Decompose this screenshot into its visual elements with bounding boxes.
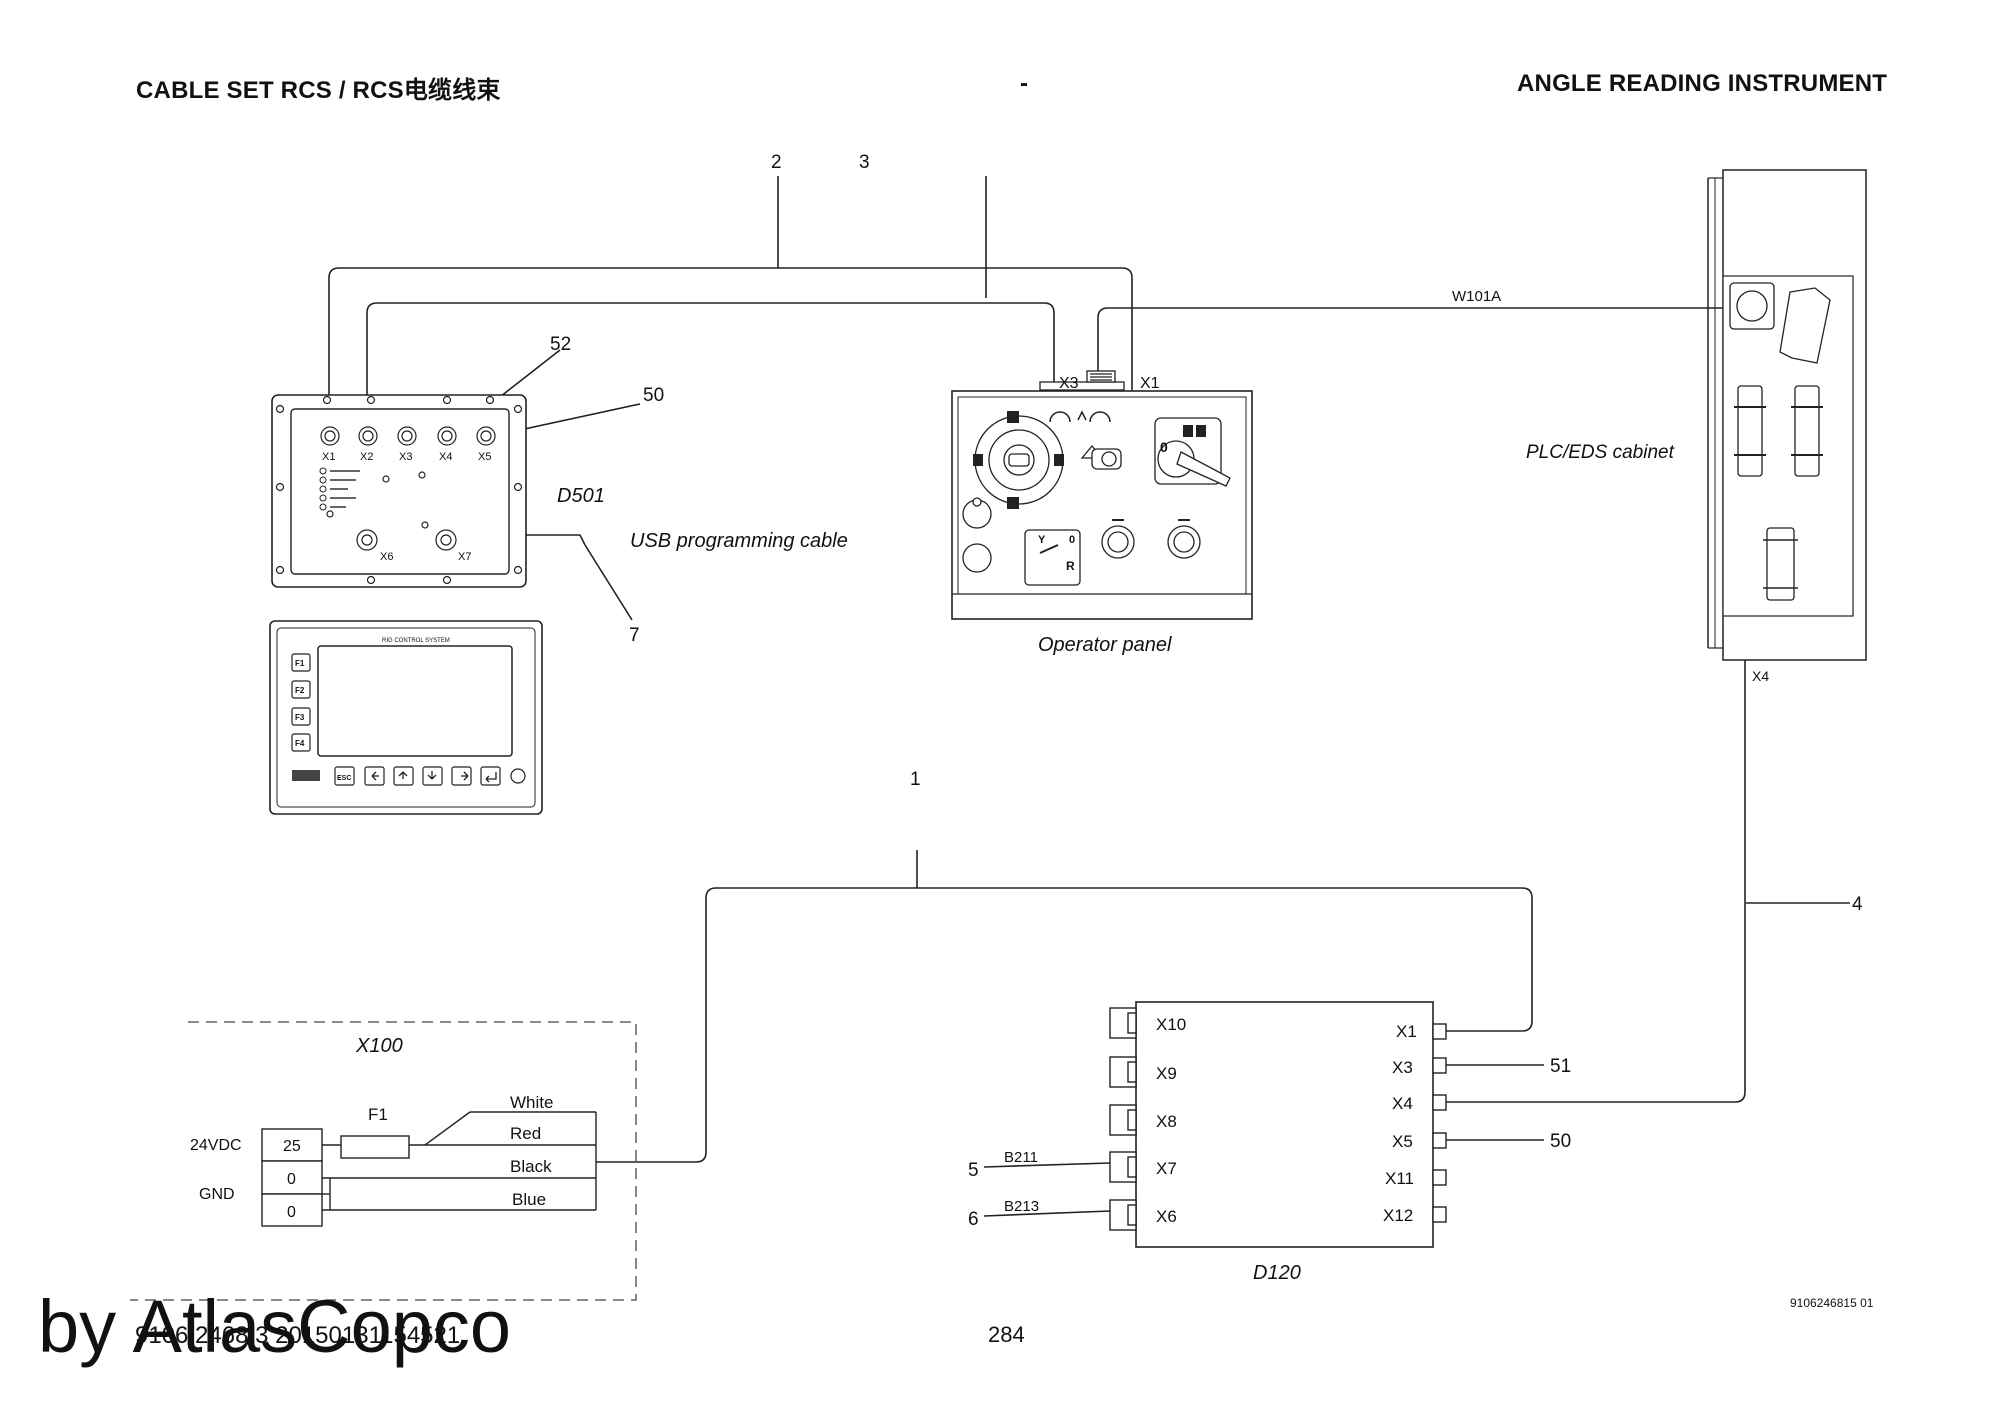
leader-6 xyxy=(983,1210,1111,1217)
d120-port-x3: X3 xyxy=(1392,1058,1413,1077)
d120-port-x4: X4 xyxy=(1392,1094,1413,1113)
leader-7 xyxy=(584,544,633,621)
cable-50-d501-label: 50 xyxy=(643,385,664,406)
d120-module xyxy=(1109,1001,1447,1248)
display-unit xyxy=(269,620,543,815)
cable-2-label: 2 xyxy=(771,152,782,173)
header-title-left: CABLE SET RCS / RCS电缆线束 xyxy=(136,77,501,104)
cable-7-label: 7 xyxy=(629,625,640,646)
wire-red: Red xyxy=(510,1124,541,1143)
footer-docref: 9106 2468 3 20150131154521 xyxy=(135,1322,461,1349)
operator-panel-zero-small: 0 xyxy=(1069,534,1075,546)
d501-port-x5: X5 xyxy=(478,451,491,463)
x100-label: X100 xyxy=(355,1035,403,1057)
operator-panel-label: Operator panel xyxy=(1038,634,1172,656)
cable-1-label: 1 xyxy=(910,769,921,790)
d501-port-x6: X6 xyxy=(380,551,393,563)
d120-port-x9: X9 xyxy=(1156,1064,1177,1083)
d120-port-x1: X1 xyxy=(1396,1022,1417,1041)
cable-2-line xyxy=(328,267,1133,430)
d501-port-x2: X2 xyxy=(360,451,373,463)
d120-port-x10: X10 xyxy=(1156,1015,1186,1034)
cable-50-d120-label: 50 xyxy=(1550,1131,1571,1152)
leader-5 xyxy=(983,1162,1111,1168)
d120-port-x6: X6 xyxy=(1156,1207,1177,1226)
d120-port-x12: X12 xyxy=(1383,1206,1413,1225)
x100-gnd: GND xyxy=(199,1186,235,1203)
operator-panel-y: Y xyxy=(1038,534,1046,546)
cable-6-label: 6 xyxy=(968,1209,979,1230)
d501-port-x7: X7 xyxy=(458,551,471,563)
header-separator: - xyxy=(1020,70,1029,97)
cable-3-line xyxy=(366,302,1055,430)
x100-terminal-25: 25 xyxy=(283,1138,301,1155)
wire-blue: Blue xyxy=(512,1190,546,1209)
d501-module xyxy=(271,394,527,588)
footer-watermark: by AtlasCopco xyxy=(38,1285,512,1368)
display-key-f3: F3 xyxy=(295,713,305,722)
cable-52-label: 52 xyxy=(550,334,571,355)
display-key-f2: F2 xyxy=(295,686,305,695)
d501-port-x3: X3 xyxy=(399,451,412,463)
display-key-f4: F4 xyxy=(295,739,305,748)
operator-panel-zero: 0 xyxy=(1160,439,1168,455)
operator-panel xyxy=(951,370,1253,620)
d120-b211: B211 xyxy=(1004,1149,1038,1166)
plc-cabinet-label: PLC/EDS cabinet xyxy=(1526,442,1675,463)
cable-4-line xyxy=(1446,652,1746,1103)
cable-1-line xyxy=(596,887,1533,1163)
d501-port-x4: X4 xyxy=(439,451,452,463)
x100-24vdc: 24VDC xyxy=(190,1137,242,1154)
cable-5-label: 5 xyxy=(968,1160,979,1181)
x100-terminal-0b: 0 xyxy=(287,1204,296,1221)
plc-port-x4: X4 xyxy=(1752,668,1769,684)
cable-w101a-line xyxy=(1097,307,1733,382)
wire-black: Black xyxy=(510,1157,552,1176)
footer-drawing-number: 9106246815 01 xyxy=(1790,1296,1874,1310)
operator-panel-x3: X3 xyxy=(1059,375,1079,392)
header-title-right: ANGLE READING INSTRUMENT xyxy=(1517,70,1888,97)
d120-port-x5: X5 xyxy=(1392,1132,1413,1151)
x100-terminal-0a: 0 xyxy=(287,1171,296,1188)
x100-box xyxy=(130,1021,637,1301)
footer-page-number: 284 xyxy=(988,1322,1025,1347)
x100-fuse: F1 xyxy=(368,1105,388,1124)
cable-3-label: 3 xyxy=(859,152,870,173)
d120-port-x11: X11 xyxy=(1385,1169,1414,1188)
cable-4-label: 4 xyxy=(1852,894,1863,915)
operator-panel-r: R xyxy=(1066,559,1075,573)
plc-cabinet xyxy=(1707,169,1867,661)
wire-white: White xyxy=(510,1093,553,1112)
display-header: RIG CONTROL SYSTEM xyxy=(382,638,450,644)
d120-port-x8: X8 xyxy=(1156,1112,1177,1131)
operator-panel-x1: X1 xyxy=(1140,375,1160,392)
d120-port-x7: X7 xyxy=(1156,1159,1177,1178)
d501-port-x1: X1 xyxy=(322,451,335,463)
cable-w101a-label: W101A xyxy=(1452,288,1501,305)
cable-51-label: 51 xyxy=(1550,1056,1571,1077)
d120-label: D120 xyxy=(1253,1262,1301,1284)
d501-label: D501 xyxy=(557,485,605,507)
d120-b213: B213 xyxy=(1004,1198,1039,1215)
display-key-esc: ESC xyxy=(337,775,351,782)
display-key-f1: F1 xyxy=(295,659,305,668)
usb-cable-label: USB programming cable xyxy=(630,530,848,552)
